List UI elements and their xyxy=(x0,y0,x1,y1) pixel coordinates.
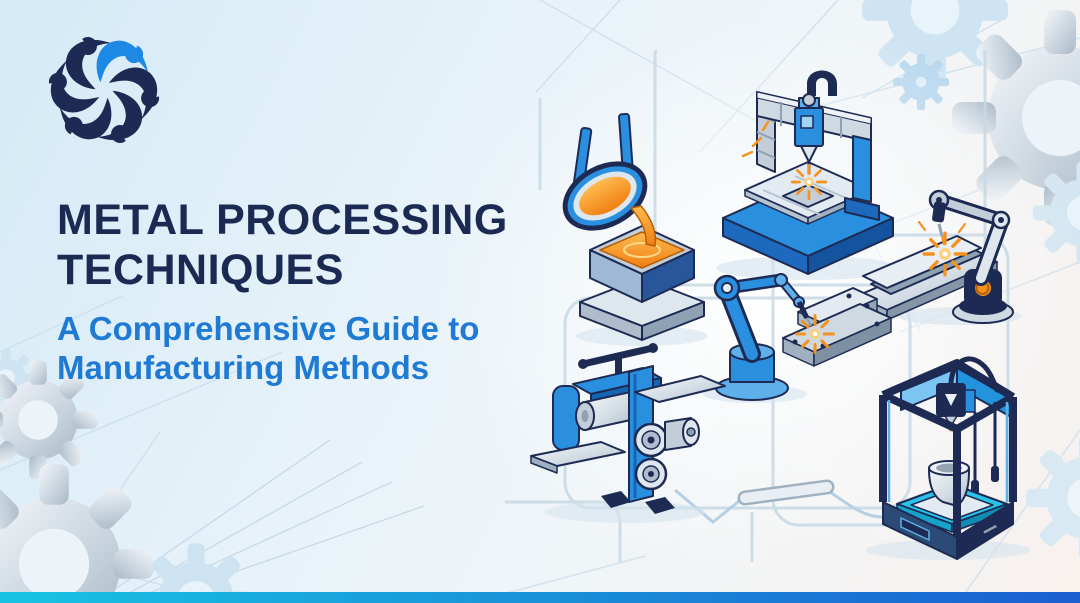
gear-icon xyxy=(0,464,154,603)
subtitle-line-1: A Comprehensive Guide to xyxy=(57,309,480,347)
sparks-icon xyxy=(922,231,968,277)
gear-icon xyxy=(0,360,98,480)
robotic-arm-illustration xyxy=(713,273,892,401)
page-title: METAL PROCESSING TECHNIQUES xyxy=(57,196,577,296)
printer-3d-illustration xyxy=(879,356,1017,560)
page-subtitle: A Comprehensive Guide to Manufacturing M… xyxy=(57,310,577,388)
wrench-vortex-icon xyxy=(48,37,160,143)
cnc-milling-illustration xyxy=(722,70,894,275)
welding-robot-illustration xyxy=(856,189,1014,324)
sparks-icon xyxy=(790,163,828,201)
title-line-1: METAL PROCESSING xyxy=(57,196,508,244)
machines-illustration xyxy=(505,50,1030,562)
brand-logo xyxy=(48,34,160,146)
title-line-2: TECHNIQUES xyxy=(57,245,344,294)
metal-rod xyxy=(737,479,835,506)
hero-text: METAL PROCESSING TECHNIQUES A Comprehens… xyxy=(57,196,577,388)
rolling-mill-illustration xyxy=(530,343,726,514)
bottom-accent-bar xyxy=(0,592,1080,603)
casting-illustration xyxy=(562,112,705,341)
sparks-icon xyxy=(795,314,835,354)
subtitle-line-2: Manufacturing Methods xyxy=(57,348,430,386)
